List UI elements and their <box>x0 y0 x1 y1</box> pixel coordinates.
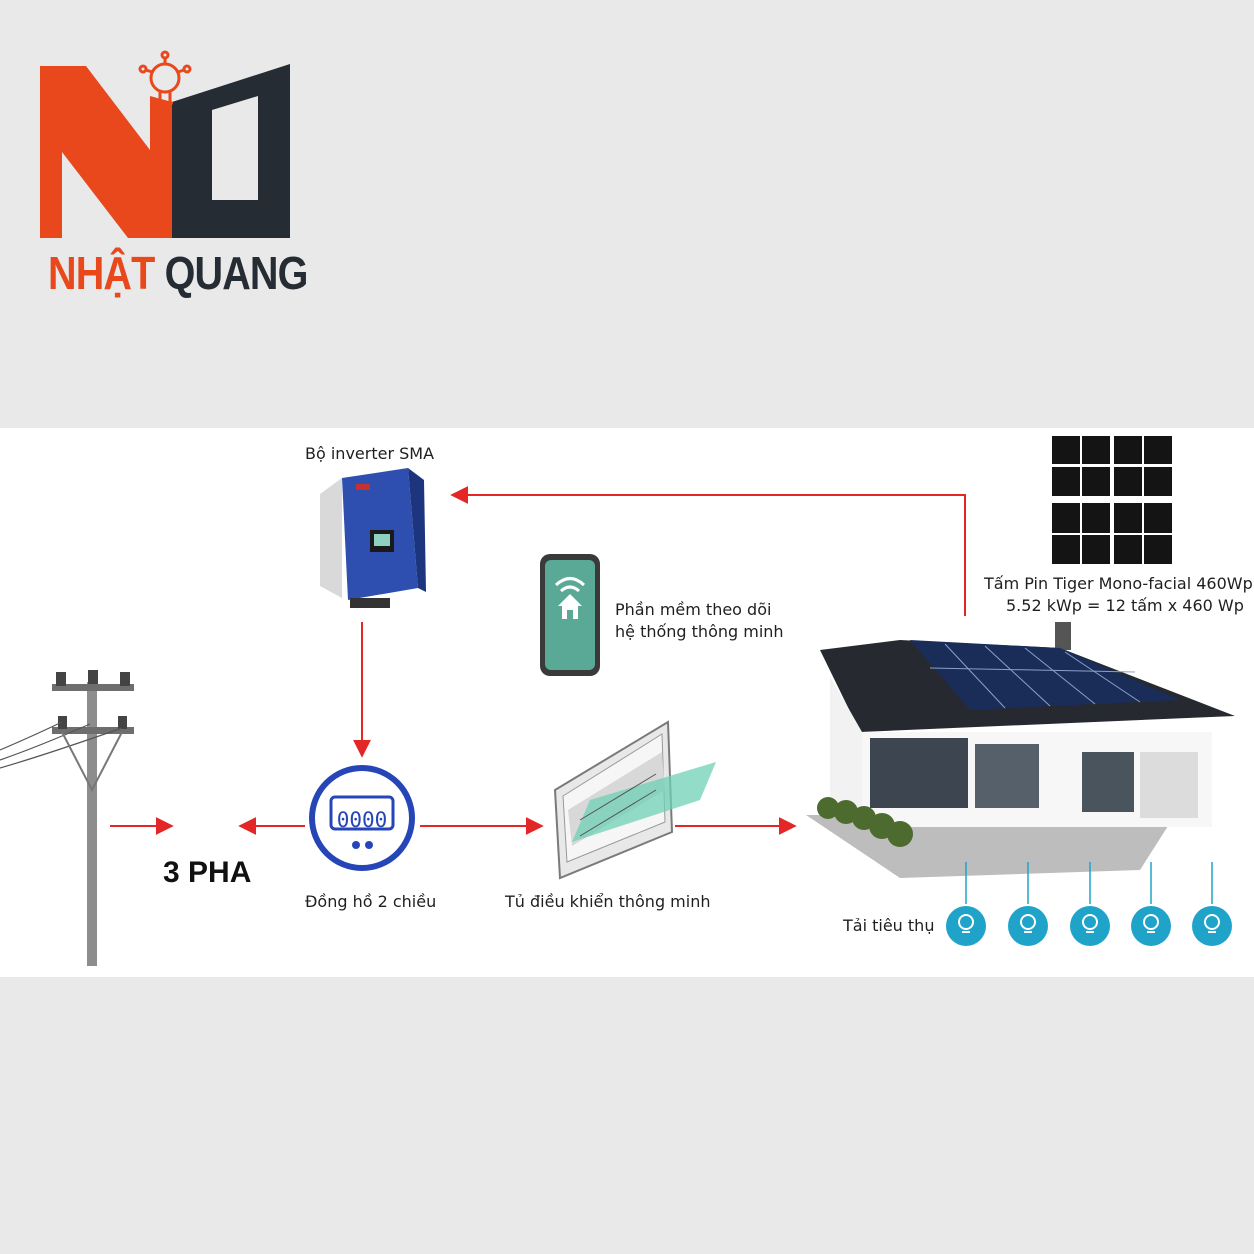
brand-name-part1: NHẬT <box>48 247 155 299</box>
load-bulb-icon <box>1192 906 1232 946</box>
load-bulb-icons <box>946 906 1232 946</box>
house-icon <box>806 622 1235 878</box>
solar-panel-array-icon <box>1050 435 1174 565</box>
meter-label: Đồng hồ 2 chiều <box>305 892 437 911</box>
load-bulb-icon <box>1070 906 1110 946</box>
lightbulb-icon <box>138 50 192 105</box>
load-bulb-icon <box>946 906 986 946</box>
inverter-label: Bộ inverter SMA <box>305 444 435 463</box>
wifi-icon <box>554 577 586 593</box>
load-bulb-icon <box>1131 906 1171 946</box>
logo-n-shape <box>40 66 172 238</box>
utility-pole-icon <box>0 670 134 966</box>
flow-arrows <box>110 486 966 835</box>
logo-l-shape <box>172 64 290 238</box>
monitoring-app-phone-icon <box>540 554 600 676</box>
app-label-line2: hệ thống thông minh <box>615 622 784 641</box>
panels-label-line1: Tấm Pin Tiger Mono-facial 460Wp <box>984 574 1253 593</box>
panels-label-line2: 5.52 kWp = 12 tấm x 460 Wp <box>1006 596 1244 615</box>
meter-display-digits: 0000 <box>337 808 388 832</box>
two-way-meter-icon <box>309 765 415 871</box>
smart-cabinet-icon <box>553 720 716 880</box>
brand-name-part2: QUANG <box>164 247 309 299</box>
cabinet-label: Tủ điều khiển thông minh <box>505 892 711 911</box>
arrow-panels-to-inverter <box>450 486 966 616</box>
load-bulb-icon <box>1008 906 1048 946</box>
home-icon <box>558 594 582 619</box>
app-label-line1: Phần mềm theo dõi <box>615 600 772 619</box>
inverter-icon <box>320 468 426 608</box>
load-label: Tải tiêu thụ <box>843 916 935 935</box>
brand-logo <box>40 50 290 238</box>
brand-name: NHẬT QUANG <box>48 246 308 300</box>
load-lines <box>965 862 1213 904</box>
grid-phase-label: 3 PHA <box>163 856 252 889</box>
